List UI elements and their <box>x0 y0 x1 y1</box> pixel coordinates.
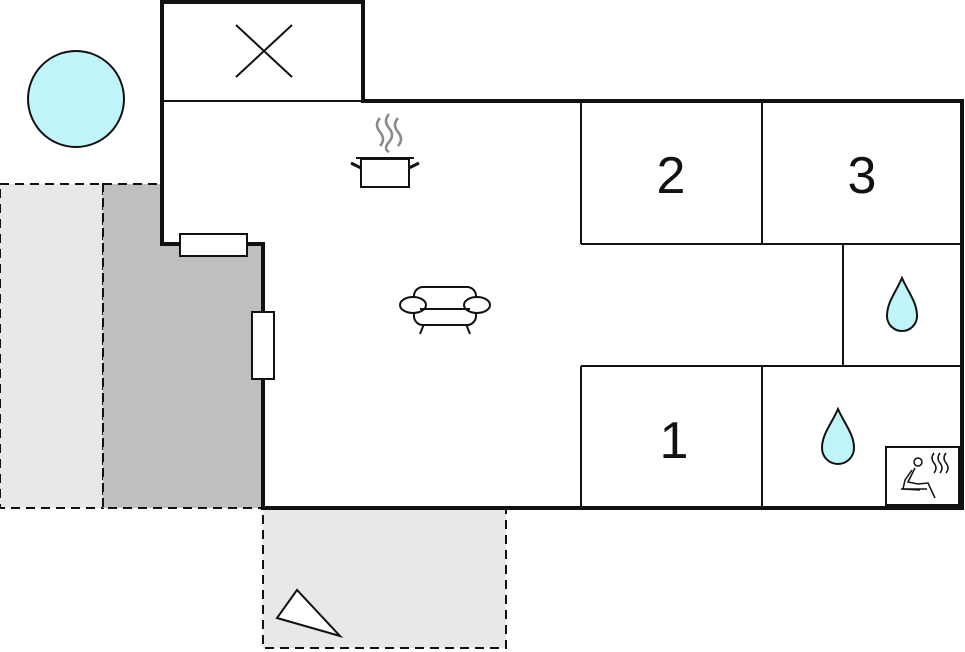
sauna-icon <box>885 446 960 506</box>
x-mark-icon <box>235 24 293 78</box>
water-drop-icon <box>820 406 856 465</box>
triangle-icon <box>275 588 344 638</box>
window-icon <box>179 233 248 257</box>
terrace-bottom <box>262 507 507 649</box>
window-icon <box>251 311 275 380</box>
inner-walls <box>162 100 962 508</box>
cooking-pot-icon <box>350 113 420 188</box>
bedroom-3-label: 3 <box>848 147 877 205</box>
water-drop-icon <box>885 275 919 332</box>
bedroom-2-label: 2 <box>657 147 686 205</box>
terrace-left <box>0 183 104 509</box>
pool-circle-icon <box>27 50 125 148</box>
bedroom-1-label: 1 <box>660 412 689 470</box>
sofa-icon <box>399 286 491 335</box>
